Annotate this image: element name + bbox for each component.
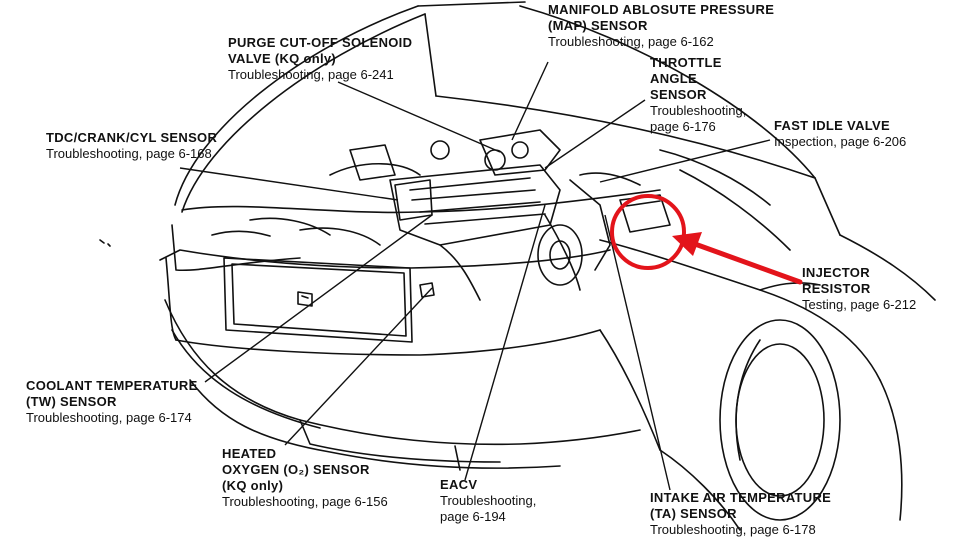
throttle-ref-1: Troubleshooting, — [650, 103, 747, 118]
injector-title-2: RESISTOR — [802, 281, 871, 296]
injector-title-1: INJECTOR — [802, 265, 870, 280]
iat-title-2: (TA) SENSOR — [650, 506, 737, 521]
tdc-ref: Troubleshooting, page 6-168 — [46, 146, 212, 161]
throttle-title-3: SENSOR — [650, 87, 707, 102]
map-title-1: MANIFOLD ABLOSUTE PRESSURE — [548, 2, 775, 17]
engine-assembly — [99, 129, 791, 301]
front-wheel — [719, 319, 841, 521]
label-throttle-sensor: THROTTLE ANGLE SENSOR Troubleshooting, p… — [650, 55, 746, 135]
injector-resistor-highlight — [610, 194, 686, 270]
label-map-sensor: MANIFOLD ABLOSUTE PRESSURE (MAP) SENSOR … — [548, 2, 774, 50]
oxygen-title-2: OXYGEN (O₂) SENSOR — [222, 462, 370, 477]
eacv-title: EACV — [440, 477, 478, 492]
eacv-ref-1: Troubleshooting, — [440, 493, 537, 508]
purge-ref: Troubleshooting, page 6-241 — [228, 67, 394, 82]
oxygen-ref: Troubleshooting, page 6-156 — [222, 494, 388, 509]
label-purge-cutoff: PURGE CUT-OFF SOLENOID VALVE (KQ only) T… — [228, 35, 412, 83]
label-iat-sensor: INTAKE AIR TEMPERATURE (TA) SENSOR Troub… — [650, 490, 831, 538]
label-fast-idle-valve: FAST IDLE VALVE Inspection, page 6-206 — [774, 118, 906, 150]
label-coolant-sensor: COOLANT TEMPERATURE (TW) SENSOR Troubles… — [26, 378, 198, 426]
throttle-title-2: ANGLE — [650, 71, 697, 86]
grille — [223, 257, 413, 343]
eacv-ref-2: page 6-194 — [440, 509, 506, 524]
throttle-title-1: THROTTLE — [650, 55, 722, 70]
map-title-2: (MAP) SENSOR — [548, 18, 648, 33]
leader-lines — [179, 61, 771, 491]
purge-title-2: VALVE (KQ only) — [228, 51, 337, 66]
label-injector-resistor: INJECTOR RESISTOR Testing, page 6-212 — [802, 265, 916, 313]
coolant-ref: Troubleshooting, page 6-174 — [26, 410, 192, 425]
coolant-title-1: COOLANT TEMPERATURE — [26, 378, 198, 393]
throttle-ref-2: page 6-176 — [650, 119, 716, 134]
label-tdc-sensor: TDC/CRANK/CYL SENSOR Troubleshooting, pa… — [46, 130, 217, 162]
injector-ref: Testing, page 6-212 — [802, 297, 917, 312]
label-oxygen-sensor: HEATED OXYGEN (O₂) SENSOR (KQ only) Trou… — [222, 446, 388, 510]
map-ref: Troubleshooting, page 6-162 — [548, 34, 714, 49]
oxygen-title-1: HEATED — [222, 446, 277, 461]
hood — [174, 1, 841, 236]
bumper — [164, 299, 641, 471]
highlight-arrow — [672, 232, 803, 285]
purge-title-1: PURGE CUT-OFF SOLENOID — [228, 35, 413, 50]
iat-title-1: INTAKE AIR TEMPERATURE — [650, 490, 832, 505]
oxygen-title-3: (KQ only) — [222, 478, 284, 493]
tdc-title: TDC/CRANK/CYL SENSOR — [46, 130, 218, 145]
iat-ref: Troubleshooting, page 6-178 — [650, 522, 816, 537]
label-eacv: EACV Troubleshooting, page 6-194 — [440, 477, 536, 525]
fastidle-ref: Inspection, page 6-206 — [774, 134, 907, 149]
fastidle-title: FAST IDLE VALVE — [774, 118, 890, 133]
highlight-circle — [610, 194, 686, 270]
coolant-title-2: (TW) SENSOR — [26, 394, 117, 409]
